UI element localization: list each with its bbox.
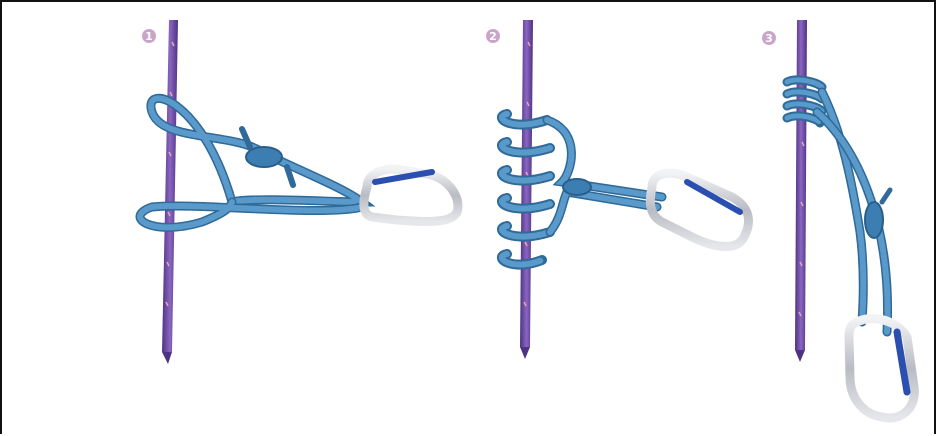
carabiner-3 [849,318,914,417]
carabiner-1 [364,169,458,221]
carabiner-2 [650,173,748,246]
knot-2 [563,179,591,195]
main-rope-3 [795,20,807,362]
panel-step-3: 3 [762,20,914,418]
step-number-2: 2 [489,30,497,43]
main-rope-1 [162,20,178,364]
knot-1 [242,129,293,185]
step-number-1: 1 [145,30,153,43]
step-badge-2: 2 [486,29,500,43]
step-badge-3: 3 [762,31,776,45]
main-rope-2 [520,20,533,359]
panel-step-1: 1 [140,20,458,364]
step-number-3: 3 [765,32,773,45]
panel-step-2: 2 [486,20,748,359]
step-badge-1: 1 [142,29,156,43]
